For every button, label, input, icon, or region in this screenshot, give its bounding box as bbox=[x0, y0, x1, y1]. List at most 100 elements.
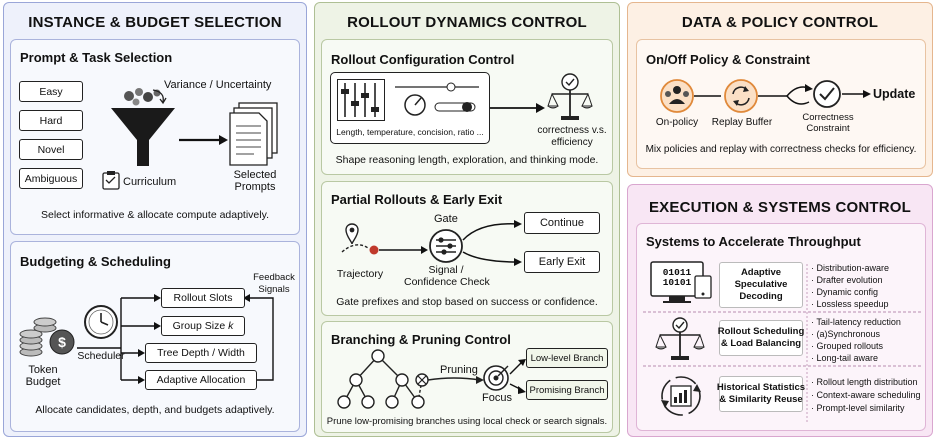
tag-novel: Novel bbox=[19, 139, 83, 160]
sched-bullet-3-text: Long-tail aware bbox=[816, 353, 879, 363]
adaptive-allocation-box: Adaptive Allocation bbox=[145, 370, 257, 390]
early-exit-box: Early Exit bbox=[524, 251, 600, 273]
hist-bullet-2: · Prompt-level similarity bbox=[811, 403, 905, 413]
curriculum-icon bbox=[102, 171, 120, 190]
continue-box: Continue bbox=[524, 212, 600, 234]
historical-statistics-name: Historical Statistics & Similarity Reuse bbox=[717, 376, 805, 412]
trajectory-diagram bbox=[341, 220, 522, 266]
balance-scale-icon bbox=[547, 73, 593, 120]
variance-label: Variance / Uncertainty bbox=[164, 79, 272, 91]
sched-bullet-0-text: Tail-latency reduction bbox=[816, 317, 901, 327]
spec-bullet-1: · Drafter evolution bbox=[811, 275, 883, 285]
documents-icon bbox=[229, 102, 278, 166]
sched-bullet-3: · Long-tail aware bbox=[811, 353, 879, 363]
spec-decoding-icon: 01011 10101 bbox=[649, 260, 713, 304]
hist-bullet-1: · Context-aware scheduling bbox=[811, 390, 921, 400]
spec-decoding-name: Adaptive Speculative Decoding bbox=[719, 262, 803, 308]
branching-caption: Prune low-promising branches using local… bbox=[326, 416, 608, 427]
throughput-title: Systems to Accelerate Throughput bbox=[646, 234, 861, 249]
on-off-policy-title: On/Off Policy & Constraint bbox=[646, 52, 810, 67]
on-off-policy-section: On/Off Policy & Constraint On-policy Rep… bbox=[636, 39, 926, 169]
low-level-branch-box: Low-level Branch bbox=[526, 348, 608, 368]
hist-bullet-0: · Rollout length distribution bbox=[811, 377, 918, 387]
rollout-slots-box: Rollout Slots bbox=[161, 288, 245, 308]
sched-bullet-1-text: (a)Synchronous bbox=[816, 329, 881, 339]
budgeting-caption: Allocate candidates, depth, and budgets … bbox=[35, 404, 275, 416]
instance-budget-title: INSTANCE & BUDGET SELECTION bbox=[28, 14, 282, 31]
token-budget-label: Token Budget bbox=[25, 364, 61, 388]
balance-label: correctness v.s. efficiency bbox=[537, 125, 607, 148]
budgeting-section: Budgeting & Scheduling Feedback Signals … bbox=[10, 241, 300, 432]
prompt-task-section: Prompt & Task Selection Easy Hard Novel … bbox=[10, 39, 300, 235]
tag-ambiguous: Ambiguous bbox=[19, 168, 83, 189]
coins-icon: $ bbox=[19, 317, 75, 357]
spec-bullet-1-text: Drafter evolution bbox=[816, 275, 883, 285]
config-to-balance-arrow bbox=[490, 103, 545, 113]
group-size-box: Group Size k bbox=[161, 316, 245, 336]
update-label: Update bbox=[873, 87, 916, 101]
rollout-config-section: Rollout Configuration Control Length, te… bbox=[321, 39, 613, 175]
variance-arrow bbox=[152, 89, 167, 105]
binary-code-label: 01011 10101 bbox=[662, 267, 692, 288]
scheduler-label: Scheduler bbox=[77, 350, 125, 362]
sched-bullet-0: · Tail-latency reduction bbox=[811, 317, 901, 327]
instance-budget-panel: INSTANCE & BUDGET SELECTION Prompt & Tas… bbox=[3, 2, 307, 437]
focus-label: Focus bbox=[482, 392, 512, 404]
promising-branch-box: Promising Branch bbox=[526, 380, 608, 400]
sliders-icon bbox=[337, 79, 385, 121]
execution-title: EXECUTION & SYSTEMS CONTROL bbox=[648, 199, 912, 216]
funnel-to-prompts-arrow bbox=[179, 135, 228, 145]
spec-bullet-0: · Distribution-aware bbox=[811, 263, 890, 273]
spec-bullet-2-text: Dynamic config bbox=[816, 287, 879, 297]
policy-flow-diagram bbox=[660, 79, 871, 113]
budgeting-title: Budgeting & Scheduling bbox=[20, 254, 171, 269]
tree-depth-box: Tree Depth / Width bbox=[145, 343, 257, 363]
branching-title: Branching & Pruning Control bbox=[331, 332, 511, 347]
replay-buffer-label: Replay Buffer bbox=[711, 117, 773, 128]
monitor-icon bbox=[650, 261, 712, 303]
sched-bullet-2: · Grouped rollouts bbox=[811, 341, 884, 351]
pruning-label: Pruning bbox=[440, 364, 478, 376]
data-policy-title: DATA & POLICY CONTROL bbox=[681, 14, 879, 31]
on-policy-label: On-policy bbox=[655, 117, 699, 128]
history-cycle-icon bbox=[661, 376, 701, 416]
parameters-label: Length, temperature, concision, ratio ..… bbox=[336, 127, 484, 137]
tag-hard: Hard bbox=[19, 110, 83, 131]
rollout-config-caption: Shape reasoning length, exploration, and… bbox=[335, 154, 599, 166]
spec-bullet-3-text: Lossless speedup bbox=[816, 299, 889, 309]
signal-check-label: Signal / Confidence Check bbox=[404, 264, 490, 288]
search-tree-diagram bbox=[337, 349, 526, 409]
correctness-constraint-label: Correctness Constraint bbox=[802, 112, 854, 134]
load-balance-scale-icon bbox=[655, 317, 705, 360]
hist-bullet-2-text: Prompt-level similarity bbox=[816, 403, 905, 413]
sched-bullet-2-text: Grouped rollouts bbox=[816, 341, 884, 351]
sched-bullet-1: · (a)Synchronous bbox=[811, 329, 881, 339]
spec-bullet-3: · Lossless speedup bbox=[811, 299, 889, 309]
partial-rollouts-title: Partial Rollouts & Early Exit bbox=[331, 192, 503, 207]
feedback-signals-label: Feedback Signals bbox=[253, 272, 295, 295]
group-size-variable: k bbox=[228, 320, 234, 332]
gate-label: Gate bbox=[434, 213, 458, 225]
funnel-icon bbox=[111, 88, 175, 166]
hist-bullet-1-text: Context-aware scheduling bbox=[816, 390, 921, 400]
knobs-icon bbox=[395, 82, 479, 116]
data-policy-caption: Mix policies and replay with correctness… bbox=[645, 144, 917, 155]
partial-rollouts-section: Partial Rollouts & Early Exit Gate Traje… bbox=[321, 181, 613, 316]
rollout-scheduling-name: Rollout Scheduling & Load Balancing bbox=[718, 320, 804, 356]
rollout-dynamics-title: ROLLOUT DYNAMICS CONTROL bbox=[347, 14, 587, 31]
svg-text:$: $ bbox=[58, 334, 66, 350]
partial-rollouts-caption: Gate prefixes and stop based on success … bbox=[336, 296, 598, 308]
tag-easy: Easy bbox=[19, 81, 83, 102]
curriculum-label: Curriculum bbox=[123, 176, 177, 188]
prompt-task-caption: Select informative & allocate compute ad… bbox=[40, 209, 269, 221]
execution-panel: EXECUTION & SYSTEMS CONTROL Systems to A… bbox=[627, 184, 933, 437]
spec-bullet-0-text: Distribution-aware bbox=[816, 263, 890, 273]
prompt-task-title: Prompt & Task Selection bbox=[20, 50, 173, 65]
selected-prompts-label: Selected Prompts bbox=[233, 169, 277, 193]
branching-section: Branching & Pruning Control Pruning Focu… bbox=[321, 321, 613, 433]
trajectory-label: Trajectory bbox=[336, 268, 384, 280]
rollout-dynamics-panel: ROLLOUT DYNAMICS CONTROL Rollout Configu… bbox=[314, 2, 620, 437]
hist-bullet-0-text: Rollout length distribution bbox=[816, 377, 918, 387]
throughput-section: Systems to Accelerate Throughput 01011 1… bbox=[636, 223, 926, 431]
parameter-panel: Length, temperature, concision, ratio ..… bbox=[330, 72, 490, 144]
